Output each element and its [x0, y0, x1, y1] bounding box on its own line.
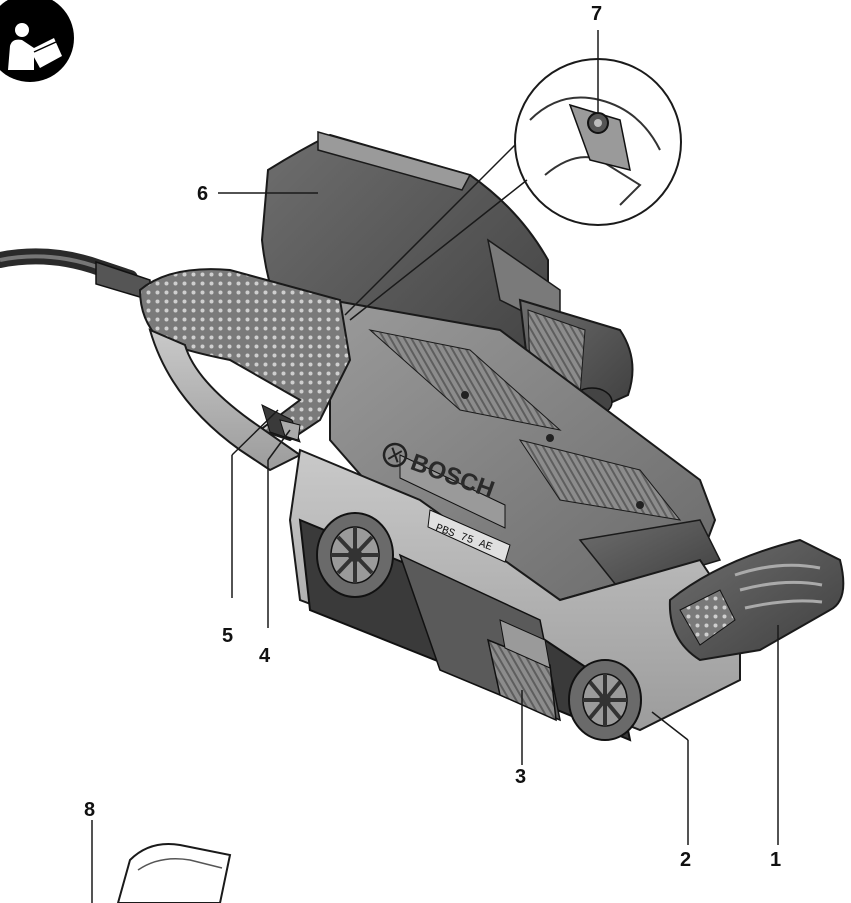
dust-extraction-adapter	[116, 843, 232, 903]
callout-3: 3	[515, 766, 526, 788]
handle	[138, 268, 352, 472]
read-manual-icon	[0, 0, 74, 82]
detail-magnifier	[344, 58, 682, 321]
callout-4: 4	[259, 645, 271, 667]
callout-2: 2	[680, 849, 691, 871]
callout-7: 7	[591, 3, 602, 25]
callout-6: 6	[197, 183, 208, 205]
leader-lines	[91, 30, 779, 903]
front-roller	[316, 512, 394, 598]
rear-roller	[568, 659, 642, 741]
callout-5: 5	[222, 625, 233, 647]
power-cord	[0, 248, 151, 302]
callout-1: 1	[770, 849, 781, 871]
callout-8: 8	[84, 799, 95, 821]
belt-tracking-knob	[486, 619, 557, 722]
front-handle	[668, 538, 845, 662]
